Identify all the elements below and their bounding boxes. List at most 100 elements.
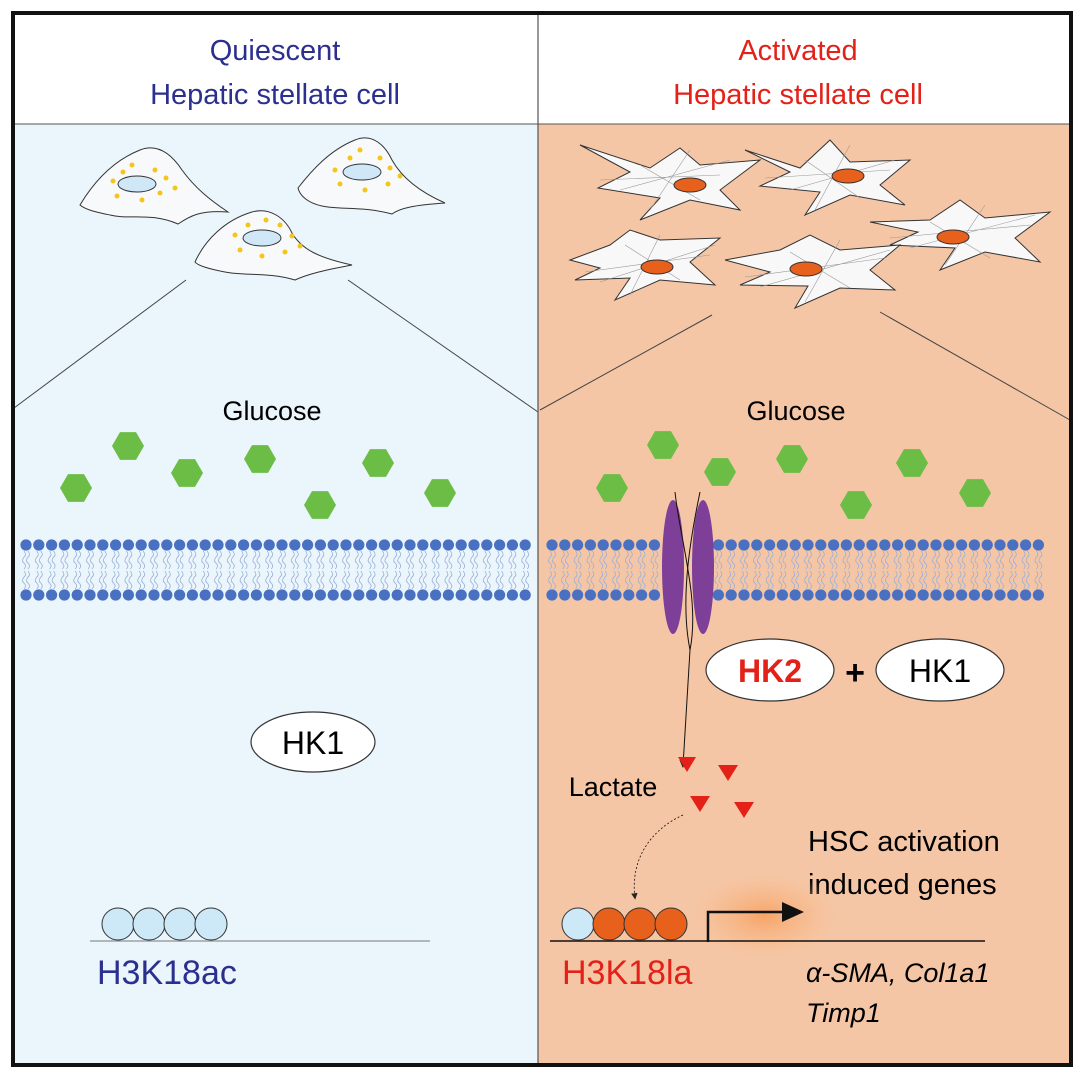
quiescent-cells (79, 137, 446, 281)
lipid-head (250, 589, 262, 601)
lipid-tail (1008, 550, 1013, 570)
transporter-subunit (692, 500, 714, 634)
svg-text:HK1: HK1 (282, 725, 344, 761)
histone-mark-left: H3K18ac (97, 954, 237, 992)
lipid-tail (765, 570, 770, 590)
lipid-tail (230, 550, 235, 570)
lipid-tail (201, 550, 206, 570)
lipid-head (610, 589, 622, 601)
lipid-head (917, 589, 929, 601)
lipid-tail (278, 550, 282, 570)
lipid-tail (744, 550, 748, 570)
lipid-head (866, 589, 878, 601)
lipid-tail (548, 570, 552, 590)
lipid-head (751, 589, 763, 601)
lipid-tail (641, 550, 646, 570)
lipid-tail (893, 570, 898, 590)
activated-cell (579, 144, 762, 221)
lipid-head (623, 539, 635, 551)
lipid-tail (577, 570, 582, 590)
lipid-head (430, 589, 442, 601)
lipid-tail (278, 570, 282, 590)
lipid-head (225, 589, 237, 601)
lipid-tail (599, 570, 604, 590)
activated-title-line1: Activated (738, 35, 857, 67)
lactate-molecules (678, 757, 754, 818)
lipid-head (494, 589, 506, 601)
lipid-tail (461, 550, 466, 570)
lipid-tail (573, 550, 578, 570)
lipid-tail (880, 550, 885, 570)
lipid-head (840, 589, 853, 601)
zoom-line-left (13, 279, 187, 409)
lipid-tail (884, 570, 889, 590)
lipid-tail (154, 550, 158, 570)
lipid-tail (73, 570, 78, 590)
glucose-molecule (704, 458, 736, 486)
lipid-head (71, 589, 83, 601)
lipid-head (546, 539, 558, 551)
lipid-head (623, 589, 635, 601)
lipid-head (250, 539, 262, 551)
lipid-tail (919, 550, 924, 570)
lipid-head (97, 589, 109, 601)
lipid-tail (637, 550, 642, 570)
lipid-head (276, 539, 288, 551)
lipid-tail (307, 550, 312, 570)
lipid-tail (718, 570, 723, 590)
lipid-head (519, 589, 531, 601)
lipid-head (314, 589, 326, 601)
zoom-line-right (879, 311, 1071, 421)
gene-list-line1: α-SMA, Col1a1 (806, 958, 989, 988)
glucose-label-right: Glucose (746, 396, 845, 426)
glucose-molecule (362, 449, 394, 477)
lipid-head (314, 539, 326, 551)
lipid-head (597, 539, 609, 551)
lipid-tail (192, 570, 197, 590)
lipid-tail (495, 570, 500, 590)
lipid-tail (884, 550, 889, 570)
lipid-head (738, 589, 750, 601)
lipid-tail (782, 550, 787, 570)
lipid-tail (371, 570, 376, 590)
lipid-head (122, 589, 134, 601)
glucose-label-left: Glucose (222, 396, 321, 426)
lipid-head (776, 539, 789, 551)
lipid-tail (727, 570, 732, 590)
lipid-tail (970, 570, 975, 590)
lipid-tail (1038, 570, 1043, 590)
lipid-tail (320, 570, 325, 590)
lipid-tail (499, 550, 504, 570)
lipid-tail (740, 570, 744, 590)
lipid-head (58, 589, 70, 601)
lipid-tail (996, 570, 1000, 590)
lipid-tail (380, 550, 385, 570)
lipid-head (391, 589, 403, 601)
lipid-head (276, 589, 288, 601)
lipid-tail (150, 550, 154, 570)
lipid-tail (624, 550, 629, 570)
quiescent-title-line2: Hepatic stellate cell (150, 79, 400, 111)
lipid-tail (932, 550, 936, 570)
lipid-head (943, 539, 955, 551)
transcription-arrowhead (782, 902, 804, 922)
lipid-tail (115, 550, 120, 570)
lipid-tail (983, 570, 988, 590)
lipid-head (802, 589, 814, 601)
lipid-tail (457, 550, 462, 570)
lipid-tail (342, 550, 346, 570)
lipid-tail (486, 550, 491, 570)
lactate-molecule (718, 765, 738, 781)
lipid-tail (358, 550, 363, 570)
lipid-tail (422, 570, 427, 590)
lipid-head (442, 539, 454, 551)
quiescent-cell (297, 137, 446, 215)
lipid-tail (303, 550, 308, 570)
quiescent-title-line1: Quiescent (210, 35, 341, 67)
lipid-tail (833, 550, 838, 570)
lipid-tail (512, 550, 517, 570)
lipid-tail (573, 570, 578, 590)
lipid-tail (342, 570, 346, 590)
lipid-tail (294, 570, 299, 590)
lipid-tail (486, 570, 491, 590)
